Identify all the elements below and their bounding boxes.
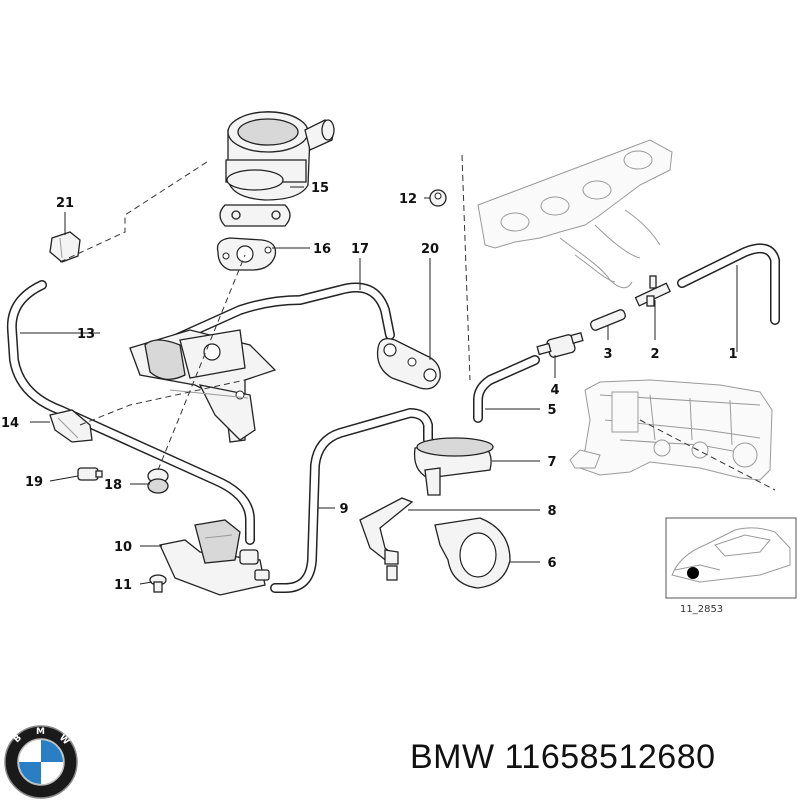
callout-17: 17 (351, 242, 369, 257)
callout-2: 2 (650, 347, 659, 362)
svg-text:M: M (36, 727, 45, 737)
valve-bracket-assembly (129, 329, 277, 443)
parts-diagram: 1 2 3 4 5 6 7 8 9 10 11 12 13 14 15 16 1… (1, 111, 797, 615)
callout-10: 10 (114, 540, 132, 555)
callout-16: 16 (313, 242, 331, 257)
callout-1: 1 (728, 347, 737, 362)
callout-3: 3 (603, 347, 612, 362)
assembly-line (79, 379, 246, 426)
callout-20: 20 (421, 242, 439, 257)
hose-piece-part (589, 309, 627, 331)
callout-7: 7 (547, 455, 556, 470)
clamp-6-part (434, 517, 511, 589)
part-number-label: BMW 11658512680 (410, 738, 716, 776)
clip-21-part (49, 231, 81, 263)
gasket-part (216, 237, 277, 271)
callout-21: 21 (56, 196, 74, 211)
leader-lines (20, 186, 738, 585)
callout-11: 11 (114, 578, 132, 593)
bmw-logo: B M W (4, 725, 78, 799)
callout-14: 14 (1, 416, 19, 431)
callout-18: 18 (104, 478, 122, 493)
solenoid-valve-part (159, 519, 270, 596)
clip-14-part (49, 409, 93, 443)
callout-6: 6 (547, 556, 556, 571)
vehicle-location-inset: 11_2853 (665, 517, 797, 615)
callout-13: 13 (77, 327, 95, 342)
callout-12: 12 (399, 192, 417, 207)
exhaust-manifold-outline (461, 139, 673, 381)
callout-8: 8 (547, 504, 556, 519)
bracket-8-part (359, 497, 414, 581)
intake-manifold-outline (569, 379, 776, 491)
inset-code: 11_2853 (680, 604, 723, 615)
callout-15: 15 (311, 181, 329, 196)
check-valve-part (536, 332, 584, 358)
callout-4: 4 (550, 383, 559, 398)
tee-connector-part (634, 275, 671, 307)
screw-11-part (149, 574, 167, 593)
assembly-line (157, 254, 246, 471)
callout-19: 19 (25, 475, 43, 490)
screw-19-part (77, 467, 103, 481)
callout-9: 9 (339, 502, 348, 517)
callout-5: 5 (547, 403, 556, 418)
air-pump-part (219, 111, 335, 227)
assembly-line (59, 159, 211, 263)
gasket-20-part (376, 337, 441, 390)
grommet-part (147, 468, 169, 494)
valve-7-part (413, 437, 494, 496)
nut-part (429, 189, 447, 207)
